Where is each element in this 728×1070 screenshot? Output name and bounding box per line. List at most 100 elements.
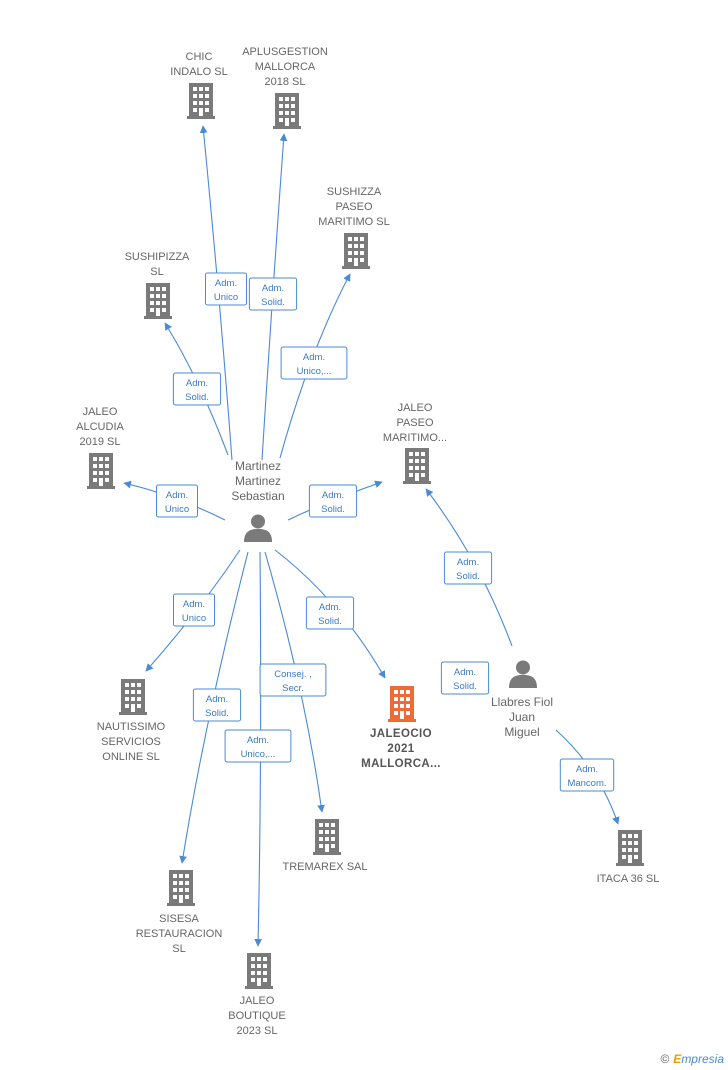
company-label: SERVICIOS bbox=[101, 736, 161, 748]
building-icon bbox=[187, 83, 215, 119]
edge-label-text: Consej. , bbox=[274, 669, 312, 680]
company-node-nautissimo[interactable]: NAUTISSIMO SERVICIOS ONLINE SL bbox=[97, 679, 166, 763]
person-label: Martinez bbox=[235, 459, 281, 473]
edge-label-text: Solid. bbox=[321, 504, 345, 515]
person-label: Juan bbox=[509, 710, 535, 724]
edge-label-text: Unico,... bbox=[241, 749, 276, 760]
edge-label-box bbox=[259, 663, 327, 697]
building-icon bbox=[313, 819, 341, 855]
edge-label-martinez-jaleo_alcudia[interactable]: Adm.Unico bbox=[156, 484, 198, 518]
edge-label-llabres-jaleocio[interactable]: Adm.Solid. bbox=[440, 661, 490, 695]
edge-label-text: Solid. bbox=[456, 571, 480, 582]
edge-label-text: Unico bbox=[182, 613, 206, 624]
company-label: MALLORCA... bbox=[361, 758, 441, 770]
company-label: ITACA 36 SL bbox=[597, 873, 660, 885]
company-label: MALLORCA bbox=[255, 61, 316, 73]
edge-label-text: Unico,... bbox=[297, 366, 332, 377]
building-icon bbox=[144, 283, 172, 319]
edge-label-martinez-jaleocio[interactable]: Adm.Solid. bbox=[305, 596, 355, 630]
edges-layer bbox=[123, 125, 620, 947]
company-label: PASEO bbox=[335, 201, 373, 213]
edge-label-box bbox=[440, 661, 490, 695]
edge-label-text: Adm. bbox=[576, 764, 598, 775]
company-label: MARITIMO SL bbox=[318, 216, 390, 228]
edge-label-llabres-itaca[interactable]: Adm.Mancom. bbox=[559, 758, 615, 792]
edge-label-martinez-jaleo_boutique[interactable]: Adm.Unico,... bbox=[224, 729, 292, 763]
company-label: JALEO bbox=[83, 406, 118, 418]
company-node-sushizza[interactable]: SUSHIZZA PASEO MARITIMO SL bbox=[318, 186, 390, 269]
building-icon bbox=[273, 93, 301, 129]
company-label: ALCUDIA bbox=[76, 421, 124, 433]
edge-label-text: Adm. bbox=[319, 602, 341, 613]
company-label: ONLINE SL bbox=[102, 751, 159, 763]
edge-label-text: Adm. bbox=[183, 599, 205, 610]
company-label: SL bbox=[150, 266, 163, 278]
edge-label-box bbox=[173, 593, 215, 627]
building-icon bbox=[119, 679, 147, 715]
company-label: 2023 SL bbox=[237, 1025, 278, 1037]
company-label: MARITIMO... bbox=[383, 432, 447, 444]
edge-label-text: Secr. bbox=[282, 683, 304, 694]
building-icon bbox=[403, 448, 431, 484]
company-label: JALEOCIO bbox=[370, 728, 432, 740]
company-label: SISESA bbox=[159, 913, 199, 925]
edge-label-box bbox=[280, 346, 348, 380]
building-icon bbox=[245, 953, 273, 989]
edge-label-box bbox=[248, 277, 298, 311]
edge-label-text: Adm. bbox=[457, 557, 479, 568]
copyright-symbol: © bbox=[660, 1052, 670, 1066]
edge-label-martinez-tremarex[interactable]: Consej. , Secr. bbox=[259, 663, 327, 697]
edge-label-box bbox=[443, 551, 493, 585]
edge-label-martinez-sushizza[interactable]: Adm.Unico,... bbox=[280, 346, 348, 380]
edge-label-martinez-chic[interactable]: Adm.Unico bbox=[205, 272, 247, 306]
edge-label-text: Adm. bbox=[322, 490, 344, 501]
person-label: Llabres Fiol bbox=[491, 695, 553, 709]
edge-label-text: Unico bbox=[165, 504, 189, 515]
company-label: SUSHIZZA bbox=[327, 186, 382, 198]
edge-label-text: Solid. bbox=[261, 297, 285, 308]
building-icon bbox=[388, 686, 416, 722]
edge-label-martinez-nautissimo[interactable]: Adm. Unico bbox=[173, 593, 215, 627]
edge-label-martinez-aplus[interactable]: Adm.Solid. bbox=[248, 277, 298, 311]
company-node-jaleo_alcudia[interactable]: JALEO ALCUDIA 2019 SL bbox=[76, 406, 124, 489]
brand-logo: ©Empresia bbox=[660, 1052, 724, 1066]
edge-label-text: Solid. bbox=[205, 708, 229, 719]
company-node-tremarex[interactable]: TREMAREX SAL bbox=[283, 819, 368, 873]
edge-label-martinez-sisesa[interactable]: Adm.Solid. bbox=[192, 688, 242, 722]
edge-label-box bbox=[559, 758, 615, 792]
edge-label-llabres-jaleo_paseo[interactable]: Adm. Solid. bbox=[443, 551, 493, 585]
edge-label-box bbox=[224, 729, 292, 763]
person-label: Martinez bbox=[235, 474, 281, 488]
edge-label-box bbox=[305, 596, 355, 630]
person-icon bbox=[509, 660, 537, 688]
edge-label-box bbox=[156, 484, 198, 518]
company-label: CHIC bbox=[186, 51, 213, 63]
company-label: 2018 SL bbox=[265, 76, 306, 88]
company-label: BOUTIQUE bbox=[228, 1010, 285, 1022]
company-label: JALEO bbox=[398, 402, 433, 414]
edge-label-box bbox=[205, 272, 247, 306]
person-icon bbox=[244, 514, 272, 542]
company-node-jaleocio[interactable]: JALEOCIO2021MALLORCA... bbox=[361, 686, 441, 770]
company-node-jaleo_paseo[interactable]: JALEOPASEOMARITIMO... bbox=[383, 402, 447, 484]
edge-label-text: Adm. bbox=[186, 378, 208, 389]
company-node-itaca[interactable]: ITACA 36 SL bbox=[597, 830, 660, 885]
building-icon bbox=[616, 830, 644, 866]
building-icon bbox=[167, 870, 195, 906]
edge-label-text: Unico bbox=[214, 292, 238, 303]
edge-label-text: Adm. bbox=[454, 667, 476, 678]
building-icon bbox=[342, 233, 370, 269]
edge-label-martinez-sushipizza[interactable]: Adm.Solid. bbox=[172, 372, 222, 406]
company-label: 2019 SL bbox=[80, 436, 121, 448]
edge-label-martinez-jaleo_paseo[interactable]: Adm. Solid. bbox=[308, 484, 358, 518]
company-label: NAUTISSIMO bbox=[97, 721, 166, 733]
